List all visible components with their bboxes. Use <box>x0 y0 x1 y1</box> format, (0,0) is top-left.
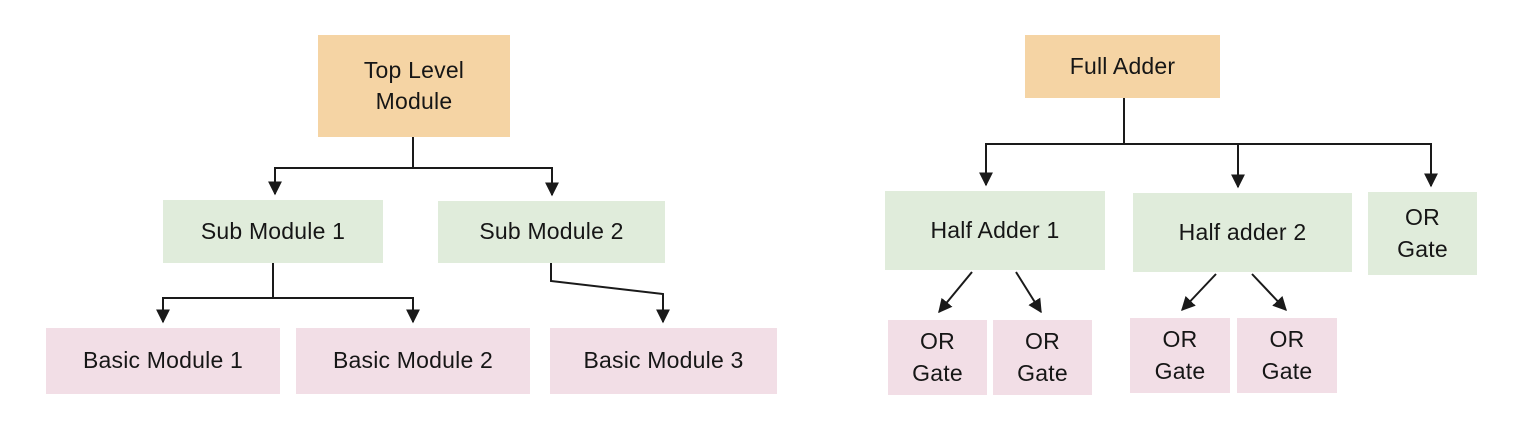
connector-right-root-to-ha1 <box>979 143 1124 187</box>
connector-left-sub2-to-basic3 <box>550 263 670 324</box>
node-label: OR Gate <box>1017 328 1068 386</box>
node-label: OR Gate <box>1261 326 1313 384</box>
node-half-adder-1: Half Adder 1 <box>885 191 1105 270</box>
node-label: OR Gate <box>1154 326 1206 384</box>
node-label: Full Adder <box>1069 52 1176 79</box>
connector-left-sub1-to-basic2 <box>273 297 420 324</box>
node-label: OR Gate <box>1397 204 1448 262</box>
node-label: Sub Module 1 <box>200 217 346 244</box>
node-basic-module-3: Basic Module 3 <box>550 328 777 394</box>
node-full-adder: Full Adder <box>1025 35 1220 98</box>
node-basic-module-1: Basic Module 1 <box>46 328 280 394</box>
node-label: Sub Module 2 <box>479 218 624 245</box>
node-label: Basic Module 1 <box>82 347 244 374</box>
node-or-gate-leaf-3: OR Gate <box>1130 318 1230 393</box>
node-top-level-module: Top Level Module <box>318 35 510 137</box>
connector-right-ha1-to-leaf1 <box>938 271 973 314</box>
node-label: Half Adder 1 <box>930 216 1060 243</box>
connector-right-root-to-orgate <box>1124 143 1438 188</box>
connector-right-ha2-to-leaf3 <box>1181 273 1217 312</box>
node-label: Basic Module 2 <box>332 347 494 374</box>
connector-left-sub1-to-basic1 <box>156 297 273 324</box>
node-or-gate-leaf-1: OR Gate <box>888 320 987 395</box>
node-half-adder-2: Half adder 2 <box>1133 193 1352 272</box>
node-label: Half adder 2 <box>1178 218 1307 245</box>
connector-right-ha2-to-leaf4 <box>1251 273 1287 312</box>
node-or-gate-leaf-2: OR Gate <box>993 320 1092 395</box>
connector-left-root-to-sub1 <box>268 167 413 196</box>
node-or-gate-leaf-4: OR Gate <box>1237 318 1337 393</box>
node-sub-module-1: Sub Module 1 <box>163 200 383 263</box>
node-basic-module-2: Basic Module 2 <box>296 328 530 394</box>
node-label: OR Gate <box>912 328 963 386</box>
node-or-gate-branch: OR Gate <box>1368 192 1477 275</box>
node-label: Basic Module 3 <box>583 347 744 374</box>
node-label: Top Level Module <box>363 56 465 114</box>
connector-left-root-to-sub2 <box>413 167 559 197</box>
connector-right-ha1-to-leaf2 <box>1015 271 1042 314</box>
node-sub-module-2: Sub Module 2 <box>438 201 665 263</box>
